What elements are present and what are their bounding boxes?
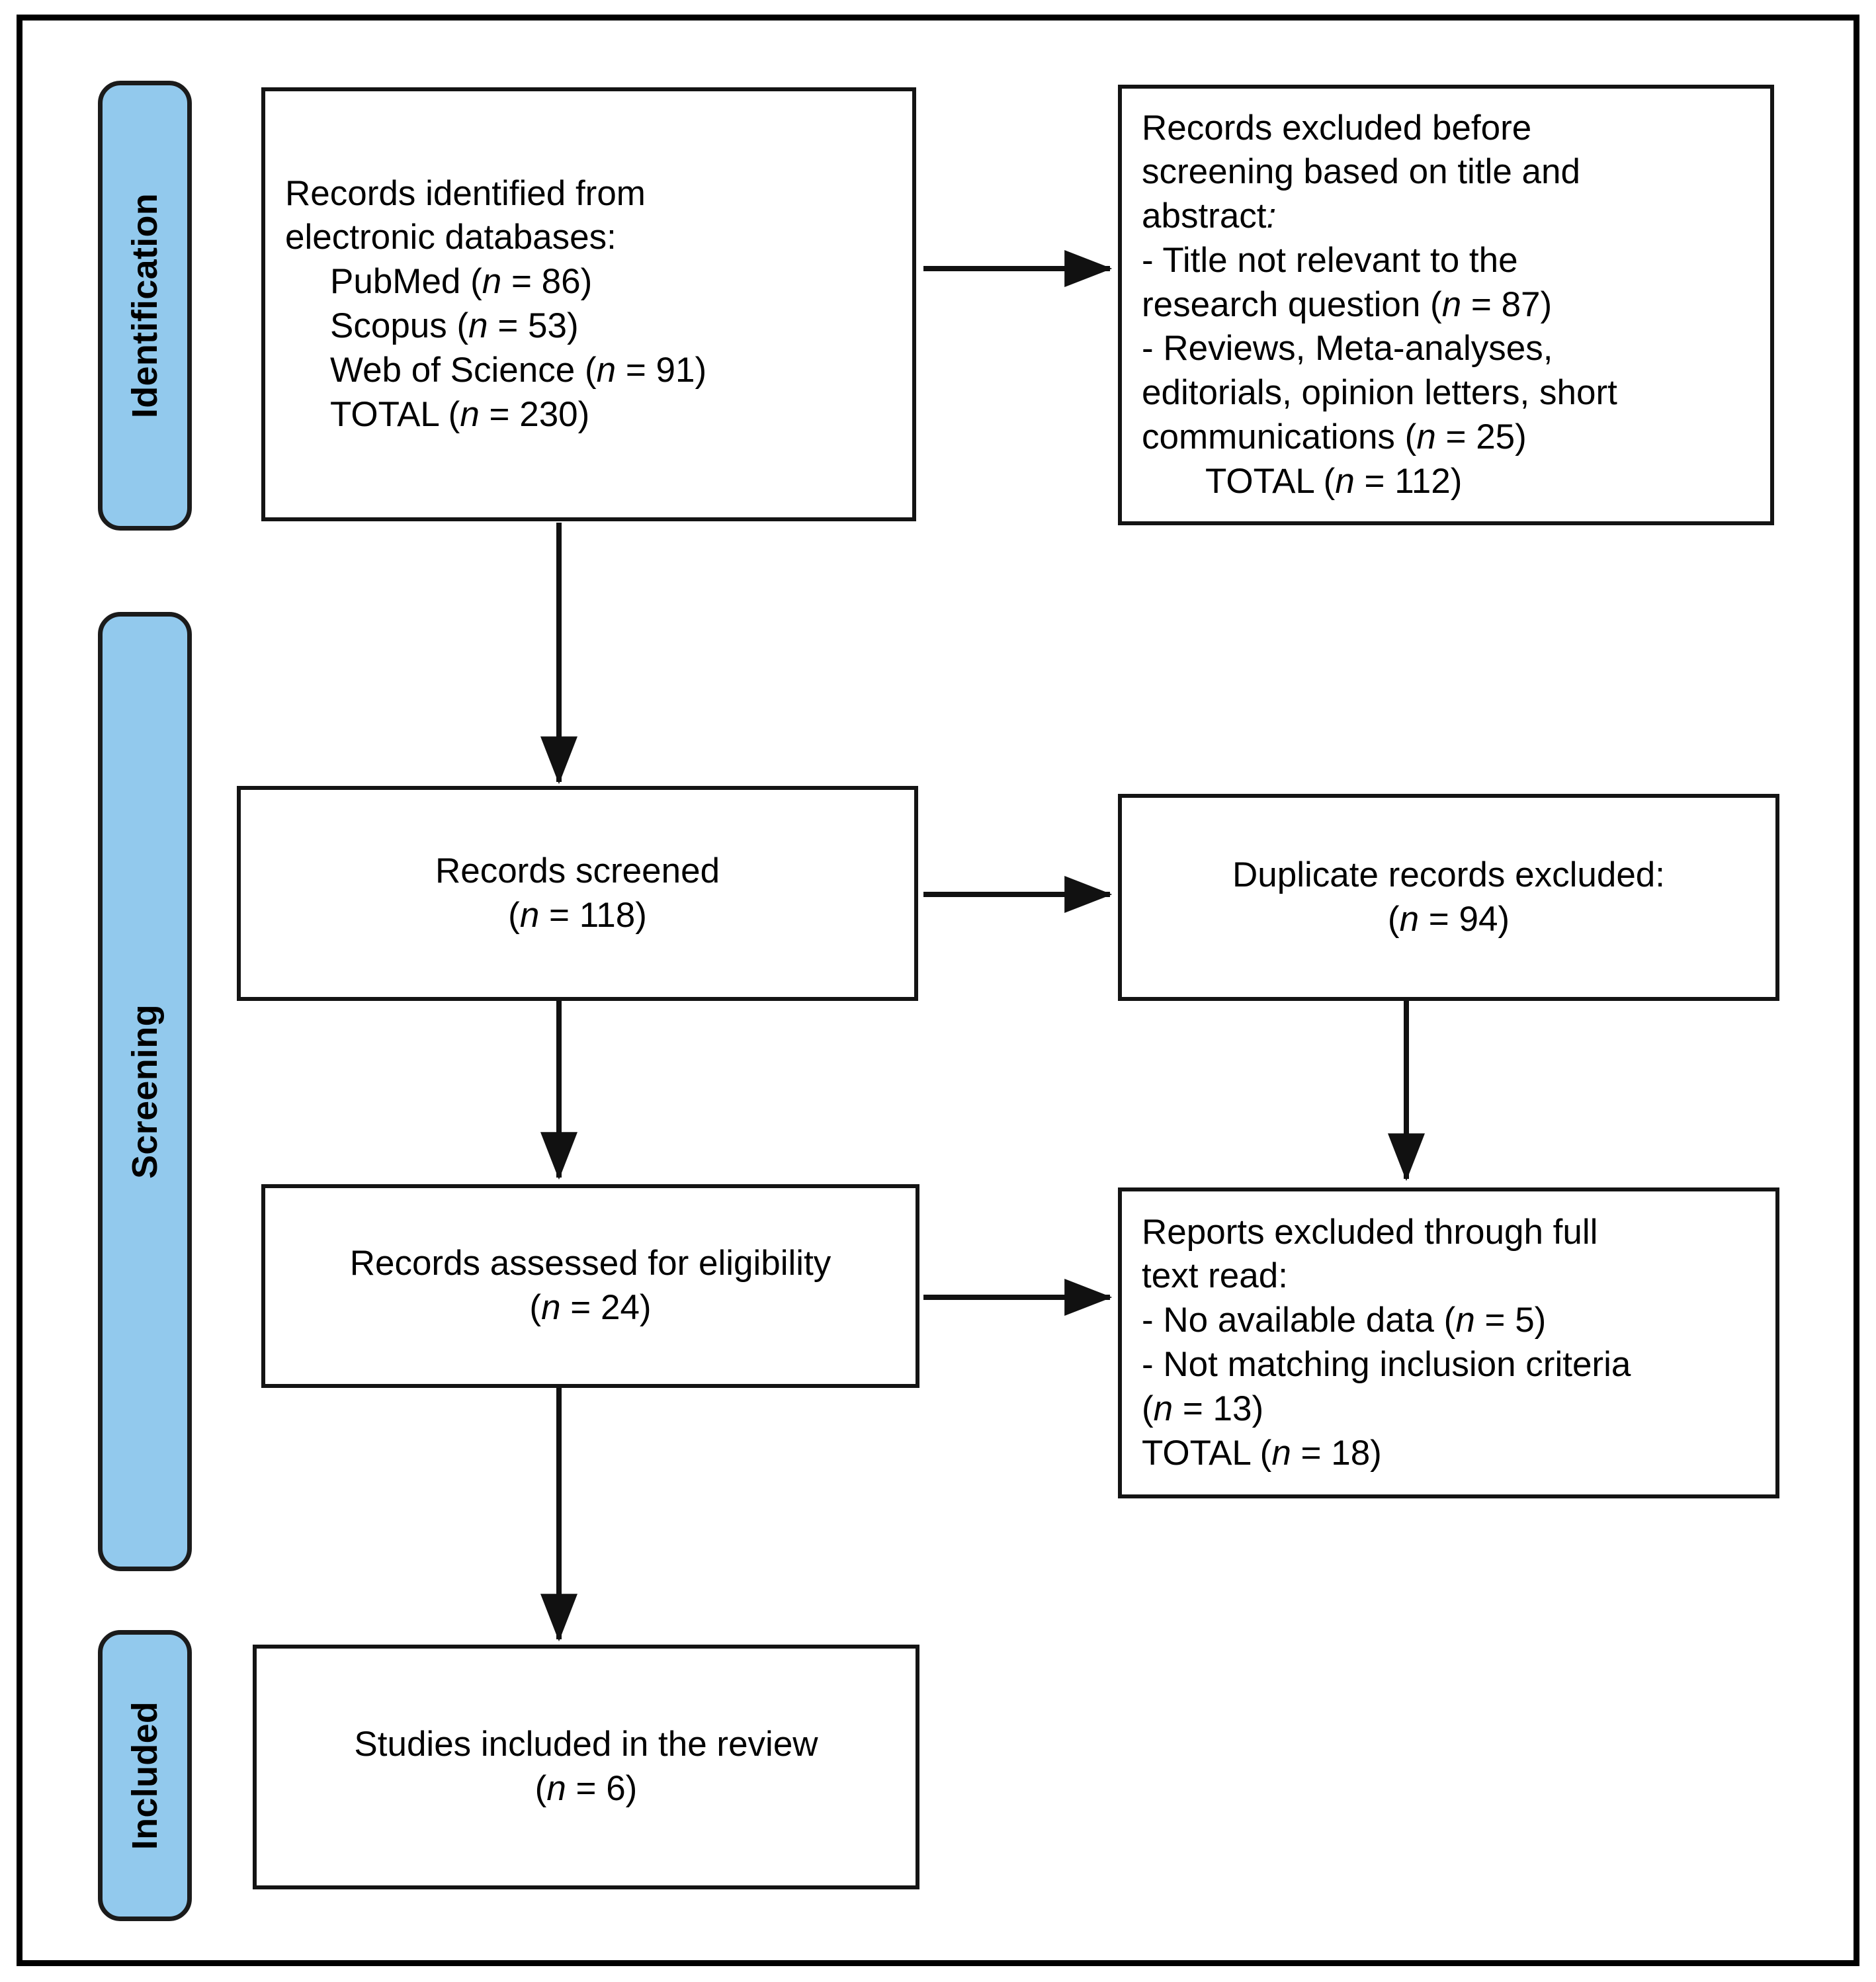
paren-open-duplicates: ( [1387, 899, 1400, 939]
box-studies-included: Studies included in the review (n = 6) [253, 1645, 919, 1889]
line-excl-7: editorials, opinion letters, short [1142, 373, 1617, 413]
label-excl-total: TOTAL ( [1205, 461, 1336, 501]
line-identified-wos: Web of Science (n = 91) [285, 349, 892, 393]
label-communications: communications ( [1142, 417, 1417, 456]
line-excl-2: screening based on title and [1142, 152, 1580, 192]
line-duplicates-1: Duplicate records excluded: [1232, 855, 1665, 894]
italic-n-identified-total: n [460, 394, 480, 434]
box-records-screened: Records screened (n = 118) [237, 786, 918, 1001]
label-fulltext-total: TOTAL ( [1142, 1433, 1272, 1473]
count-included: = 6) [566, 1769, 638, 1808]
italic-n-wos: n [596, 350, 617, 390]
box-excluded-before-screening-text: Records excluded before screening based … [1122, 107, 1770, 504]
line-excl-9: TOTAL (n = 112) [1142, 460, 1750, 504]
count-communications: = 25) [1435, 417, 1527, 456]
italic-n-fulltext-total: n [1271, 1433, 1291, 1473]
line-fulltext-1: Reports excluded through full [1142, 1212, 1598, 1252]
line-excl-1: Records excluded before [1142, 108, 1532, 148]
italic-n-excl-total: n [1335, 461, 1355, 501]
label-research-question: research question ( [1142, 284, 1442, 324]
italic-n-screened: n [519, 895, 540, 935]
box-fulltext-excluded-text: Reports excluded through full text read:… [1122, 1211, 1775, 1476]
italic-n-research-question: n [1441, 284, 1462, 324]
label-identified-total: TOTAL ( [330, 394, 460, 434]
box-records-identified: Records identified from electronic datab… [261, 87, 916, 521]
paren-open-screened: ( [508, 895, 520, 935]
box-records-screened-text: Records screened (n = 118) [241, 849, 914, 938]
count-not-matching: = 13) [1173, 1389, 1264, 1428]
line-identified-total: TOTAL (n = 230) [285, 393, 892, 437]
line-excl-3: abstract: [1142, 194, 1750, 239]
count-screened: = 118) [539, 895, 647, 935]
label-wos: Web of Science ( [330, 350, 597, 390]
line-excl-5: research question (n = 87) [1142, 283, 1750, 327]
stage-label-screening: Screening [125, 1004, 165, 1179]
italic-n-scopus: n [468, 306, 488, 345]
line-fulltext-2: text read: [1142, 1256, 1288, 1296]
stage-pill-included: Included [98, 1630, 192, 1921]
line-identified-scopus: Scopus (n = 53) [285, 304, 892, 349]
stage-label-identification: Identification [125, 193, 165, 419]
box-studies-included-text: Studies included in the review (n = 6) [257, 1723, 916, 1811]
line-excl-6: - Reviews, Meta-analyses, [1142, 329, 1553, 368]
box-duplicate-records-excluded: Duplicate records excluded: (n = 94) [1118, 794, 1779, 1001]
line-screened-1: Records screened [435, 851, 720, 890]
label-pubmed: PubMed ( [330, 262, 482, 302]
count-duplicates: = 94) [1419, 899, 1510, 939]
count-research-question: = 87) [1461, 284, 1553, 324]
box-records-excluded-before-screening: Records excluded before screening based … [1118, 85, 1774, 525]
paren-open-not-matching: ( [1142, 1389, 1154, 1428]
count-fulltext-total: = 18) [1291, 1433, 1382, 1473]
line-screened-2: (n = 118) [258, 894, 897, 938]
count-wos: = 91) [616, 350, 707, 390]
italic-n-eligibility: n [541, 1288, 561, 1327]
line-excl-4: - Title not relevant to the [1142, 240, 1518, 280]
line-identified-2: electronic databases: [285, 218, 617, 257]
line-identified-pubmed: PubMed (n = 86) [285, 260, 892, 304]
box-records-assessed-eligibility: Records assessed for eligibility (n = 24… [261, 1184, 919, 1388]
stage-pill-screening: Screening [98, 612, 192, 1571]
box-eligibility-text: Records assessed for eligibility (n = 24… [265, 1242, 916, 1330]
line-fulltext-6: TOTAL (n = 18) [1142, 1432, 1756, 1476]
label-scopus: Scopus ( [330, 306, 469, 345]
stage-label-included: Included [125, 1701, 165, 1850]
line-eligibility-1: Records assessed for eligibility [349, 1244, 831, 1283]
italic-n-communications: n [1416, 417, 1436, 456]
line-fulltext-3: - No available data (n = 5) [1142, 1299, 1756, 1343]
line-duplicates-2: (n = 94) [1139, 898, 1758, 942]
line-eligibility-2: (n = 24) [282, 1286, 898, 1330]
line-included-2: (n = 6) [274, 1767, 898, 1811]
box-duplicate-records-text: Duplicate records excluded: (n = 94) [1122, 853, 1775, 942]
line-fulltext-4: - Not matching inclusion criteria [1142, 1345, 1631, 1384]
label-no-available-data: - No available data ( [1142, 1301, 1456, 1340]
italic-n-duplicates: n [1399, 899, 1420, 939]
count-identified-total: = 230) [479, 394, 590, 434]
stage-pill-identification: Identification [98, 81, 192, 531]
label-abstract: abstract [1142, 196, 1267, 236]
colon-abstract: : [1266, 196, 1277, 236]
line-included-1: Studies included in the review [354, 1725, 818, 1764]
count-scopus: = 53) [488, 306, 579, 345]
count-pubmed: = 86) [501, 262, 593, 302]
italic-n-included: n [546, 1769, 566, 1808]
line-identified-1: Records identified from [285, 173, 646, 213]
line-fulltext-5: (n = 13) [1142, 1387, 1756, 1432]
line-excl-8: communications (n = 25) [1142, 415, 1750, 460]
italic-n-pubmed: n [482, 262, 502, 302]
count-excl-total: = 112) [1354, 461, 1463, 501]
box-reports-excluded-fulltext: Reports excluded through full text read:… [1118, 1187, 1779, 1498]
paren-open-eligibility: ( [529, 1288, 542, 1327]
count-eligibility: = 24) [560, 1288, 652, 1327]
italic-n-not-matching: n [1153, 1389, 1173, 1428]
count-no-available-data: = 5) [1474, 1301, 1547, 1340]
paren-open-included: ( [534, 1769, 547, 1808]
italic-n-no-available-data: n [1455, 1301, 1475, 1340]
box-records-identified-text: Records identified from electronic datab… [265, 172, 912, 437]
